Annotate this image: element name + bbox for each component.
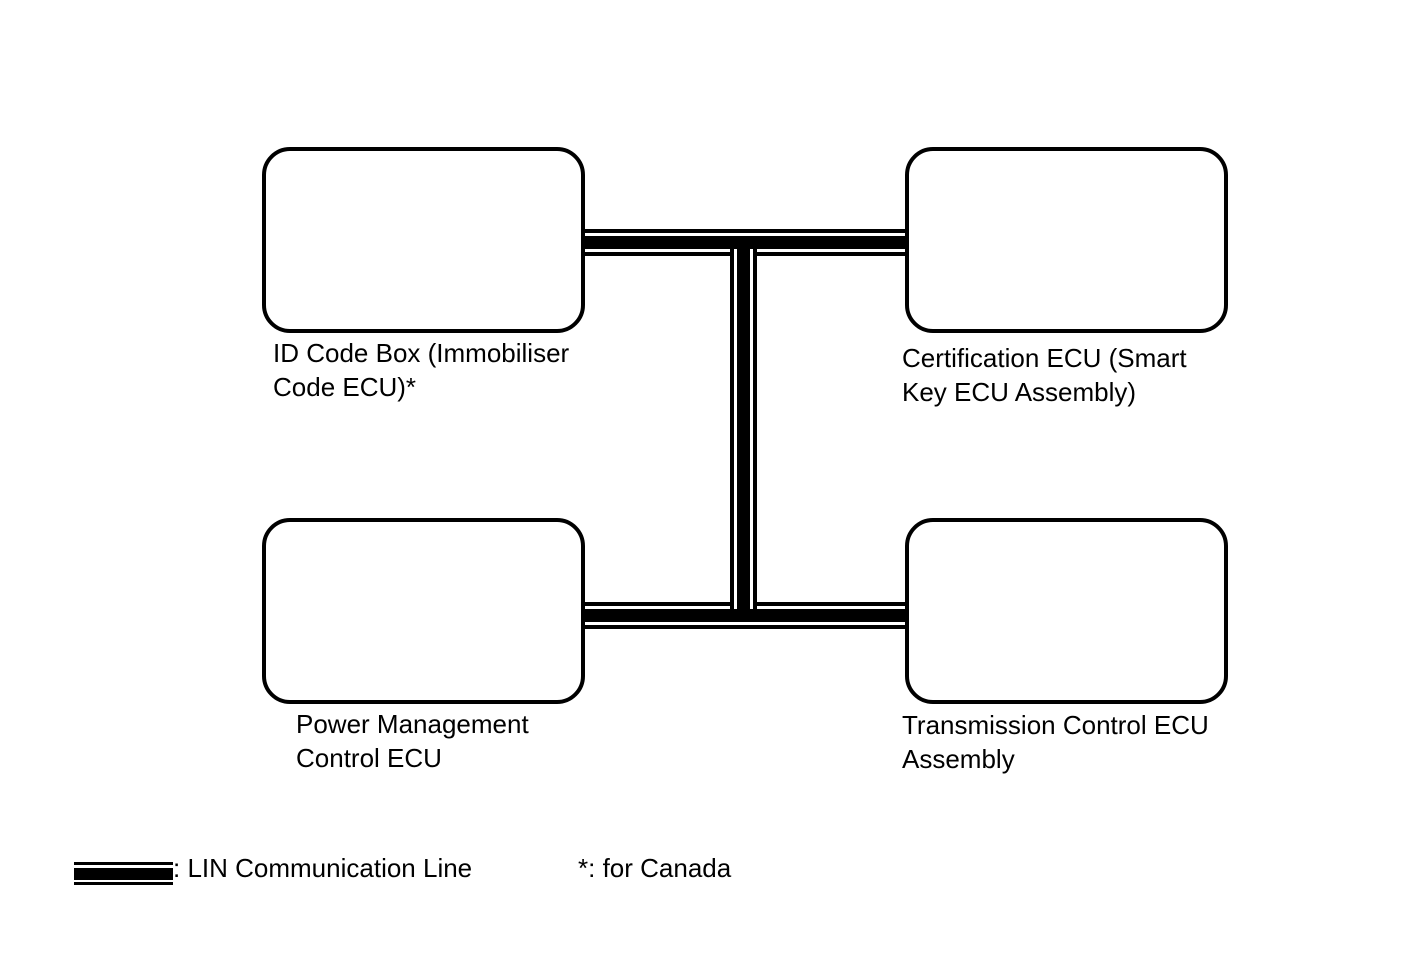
lin-line-legend-swatch	[74, 862, 173, 885]
node-certification-ecu	[905, 147, 1228, 333]
legend-canada-note: *: for Canada	[578, 853, 732, 883]
node-label-line: Code ECU)*	[273, 372, 417, 402]
node-power-management-ecu	[262, 518, 585, 704]
node-label-id-code-box: ID Code Box (Immobiliser Code ECU)*	[273, 336, 569, 404]
node-label-line: ID Code Box (Immobiliser	[273, 338, 570, 368]
node-label-line: Power Management	[296, 709, 529, 739]
node-label-power-management-ecu: Power Management Control ECU	[296, 707, 529, 775]
node-label-line: Key ECU Assembly)	[902, 377, 1137, 407]
legend-lin-label: : LIN Communication Line	[173, 853, 473, 883]
node-label-transmission-ecu: Transmission Control ECU Assembly	[902, 708, 1209, 776]
node-label-line: Transmission Control ECU	[902, 710, 1209, 740]
node-id-code-box	[262, 147, 585, 333]
node-label-line: Assembly	[902, 744, 1015, 774]
node-label-certification-ecu: Certification ECU (Smart Key ECU Assembl…	[902, 341, 1187, 409]
node-label-line: Control ECU	[296, 743, 442, 773]
node-transmission-ecu	[905, 518, 1228, 704]
lin-line-vertical-segment	[730, 249, 757, 609]
node-label-line: Certification ECU (Smart	[902, 343, 1187, 373]
